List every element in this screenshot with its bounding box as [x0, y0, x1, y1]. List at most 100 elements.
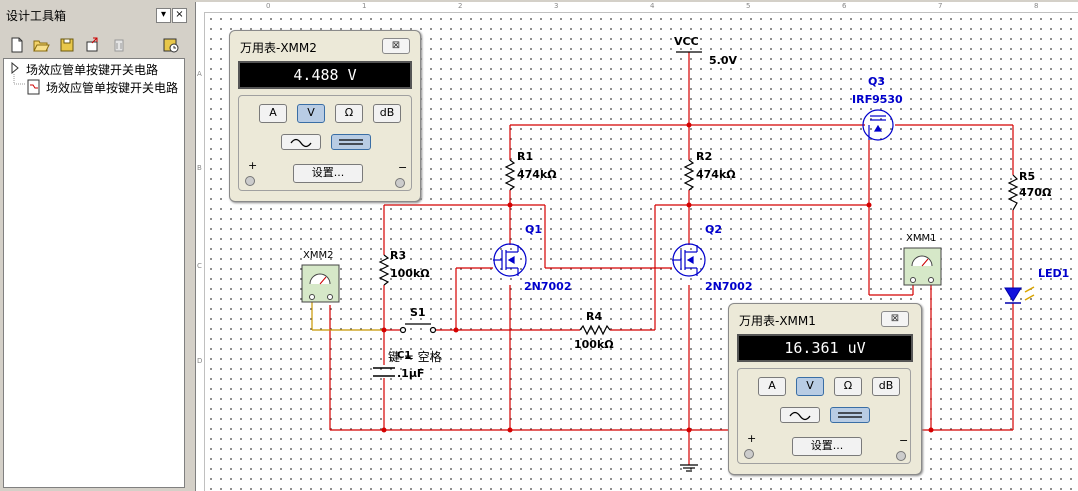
new-subcircuit-icon[interactable]	[84, 36, 102, 54]
r3-resistor[interactable]	[378, 254, 390, 286]
xmm1-voltmeter-button[interactable]: V	[796, 377, 824, 396]
xmm1-decibel-button[interactable]: dB	[872, 377, 900, 396]
xmm1-window[interactable]: 万用表-XMM1 ⊠ 16.361 uV A V Ω dB 设置... + −	[728, 303, 922, 475]
xmm1-negative-terminal[interactable]	[896, 451, 906, 461]
instrument-wire	[311, 300, 384, 331]
ruler-top-tick: 7	[938, 2, 943, 10]
xmm1-label: XMM1	[906, 233, 936, 244]
ruler-left-tick: B	[197, 164, 202, 172]
xmm1-control-panel: A V Ω dB 设置...	[737, 368, 911, 464]
delete-icon[interactable]	[110, 36, 128, 54]
c1-value: .1µF	[397, 367, 424, 380]
q1-label: Q1	[525, 223, 542, 236]
ruler-top-tick: 4	[650, 2, 655, 10]
ground-symbol[interactable]	[680, 464, 698, 472]
vcc-label: VCC	[674, 35, 699, 48]
xmm2-decibel-button[interactable]: dB	[373, 104, 401, 123]
ruler-left-tick: A	[197, 70, 202, 78]
ruler-top-tick: 2	[458, 2, 463, 10]
open-folder-icon[interactable]	[32, 36, 50, 54]
r4-resistor[interactable]	[579, 324, 611, 336]
c1-capacitor[interactable]	[373, 367, 395, 377]
xmm1-minus-sign: −	[899, 434, 909, 447]
xmm2-voltmeter-button[interactable]: V	[297, 104, 325, 123]
save-icon[interactable]	[58, 36, 76, 54]
q3-model: IRF9530	[852, 93, 903, 106]
new-file-icon[interactable]	[8, 36, 26, 54]
xmm1-ohmmeter-button[interactable]: Ω	[834, 377, 862, 396]
r2-value: 474kΩ	[696, 168, 736, 181]
s1-key-label: 键 = 空格	[388, 349, 442, 364]
r5-label: R5	[1019, 170, 1035, 183]
ruler-top-tick: 0	[266, 2, 271, 10]
xmm2-label: XMM2	[303, 250, 333, 261]
r5-value: 470Ω	[1019, 186, 1052, 199]
toolbox-header: 设计工具箱 ▾ ×	[2, 4, 188, 24]
r3-label: R3	[390, 249, 406, 262]
r2-label: R2	[696, 150, 712, 163]
r5-resistor[interactable]	[1007, 174, 1019, 211]
schematic-file-icon	[27, 79, 40, 95]
xmm1-reading-display: 16.361 uV	[737, 334, 913, 362]
xmm2-minus-sign: −	[398, 161, 408, 174]
ruler-top-tick: 3	[554, 2, 559, 10]
toolbox-title: 设计工具箱	[6, 9, 67, 23]
ruler-top-tick: 6	[842, 2, 847, 10]
led1-label: LED1	[1038, 267, 1069, 280]
xmm2-negative-terminal[interactable]	[395, 178, 405, 188]
project-view-icon[interactable]	[162, 36, 180, 54]
r3-value: 100kΩ	[390, 267, 430, 280]
xmm2-instrument-icon[interactable]	[301, 264, 340, 303]
led1-diode[interactable]	[1004, 286, 1035, 304]
xmm1-positive-terminal[interactable]	[744, 449, 754, 459]
xmm2-window[interactable]: 万用表-XMM2 ⊠ 4.488 V A V Ω dB 设置... + −	[229, 30, 421, 202]
r1-resistor[interactable]	[504, 159, 516, 191]
project-tree: 场效应管单按键开关电路 场效应管单按键开关电路	[3, 58, 185, 488]
expand-arrow-icon[interactable]	[10, 62, 20, 74]
s1-switch[interactable]	[399, 323, 437, 334]
q2-mosfet[interactable]	[672, 243, 706, 277]
ruler-top-tick: 1	[362, 2, 367, 10]
xmm1-instrument-icon[interactable]	[903, 247, 942, 286]
xmm2-ohmmeter-button[interactable]: Ω	[335, 104, 363, 123]
tree-root-item[interactable]: 场效应管单按键开关电路	[26, 63, 159, 77]
xmm2-plus-sign: +	[248, 159, 258, 172]
ruler-top-tick: 8	[1034, 2, 1039, 10]
xmm1-ac-button[interactable]	[780, 407, 820, 423]
xmm1-dc-button[interactable]	[830, 407, 870, 423]
dc-line-icon	[838, 412, 862, 418]
q2-model: 2N7002	[705, 280, 752, 293]
design-toolbox-panel: 设计工具箱 ▾ × 场效应管单按键开关电路 场效应管单按键开关电路	[0, 0, 191, 491]
xmm1-ammeter-button[interactable]: A	[758, 377, 786, 396]
s1-label: S1	[410, 306, 426, 319]
xmm1-settings-button[interactable]: 设置...	[792, 437, 862, 456]
dc-line-icon	[339, 139, 363, 145]
q1-model: 2N7002	[524, 280, 571, 293]
xmm1-window-title: 万用表-XMM1	[739, 314, 816, 328]
xmm2-settings-button[interactable]: 设置...	[293, 164, 363, 183]
close-button[interactable]: ×	[172, 8, 187, 23]
pin-button[interactable]: ▾	[156, 8, 171, 23]
xmm2-ac-button[interactable]	[281, 134, 321, 150]
ruler-left-tick: D	[197, 357, 203, 365]
xmm2-positive-terminal[interactable]	[245, 176, 255, 186]
junctions	[381, 122, 934, 433]
xmm2-close-button[interactable]: ⊠	[382, 38, 410, 54]
q3-label: Q3	[868, 75, 885, 88]
tree-child-item[interactable]: 场效应管单按键开关电路	[46, 81, 179, 95]
q1-mosfet[interactable]	[493, 243, 527, 277]
ac-wave-icon	[789, 411, 811, 421]
xmm1-close-button[interactable]: ⊠	[881, 311, 909, 327]
r2-resistor[interactable]	[683, 159, 695, 191]
q2-label: Q2	[705, 223, 722, 236]
c1-label: C1	[397, 350, 411, 361]
tree-connector-line	[13, 74, 26, 85]
q3-mosfet[interactable]	[862, 109, 894, 141]
xmm2-ammeter-button[interactable]: A	[259, 104, 287, 123]
ac-wave-icon	[290, 138, 312, 148]
r1-value: 474kΩ	[517, 168, 557, 181]
xmm1-plus-sign: +	[747, 432, 757, 445]
xmm2-dc-button[interactable]	[331, 134, 371, 150]
toolbox-toolbar	[2, 34, 188, 56]
r4-label: R4	[586, 310, 602, 323]
